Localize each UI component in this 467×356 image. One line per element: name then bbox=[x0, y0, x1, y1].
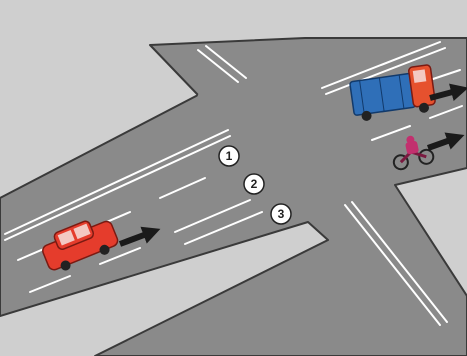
lane-number-2: 2 bbox=[251, 177, 258, 191]
lane-badge-3: 3 bbox=[271, 204, 291, 224]
lane-number-3: 3 bbox=[278, 207, 285, 221]
lane-badge-2: 2 bbox=[244, 174, 264, 194]
lane-badge-1: 1 bbox=[219, 146, 239, 166]
lane-number-1: 1 bbox=[226, 149, 233, 163]
